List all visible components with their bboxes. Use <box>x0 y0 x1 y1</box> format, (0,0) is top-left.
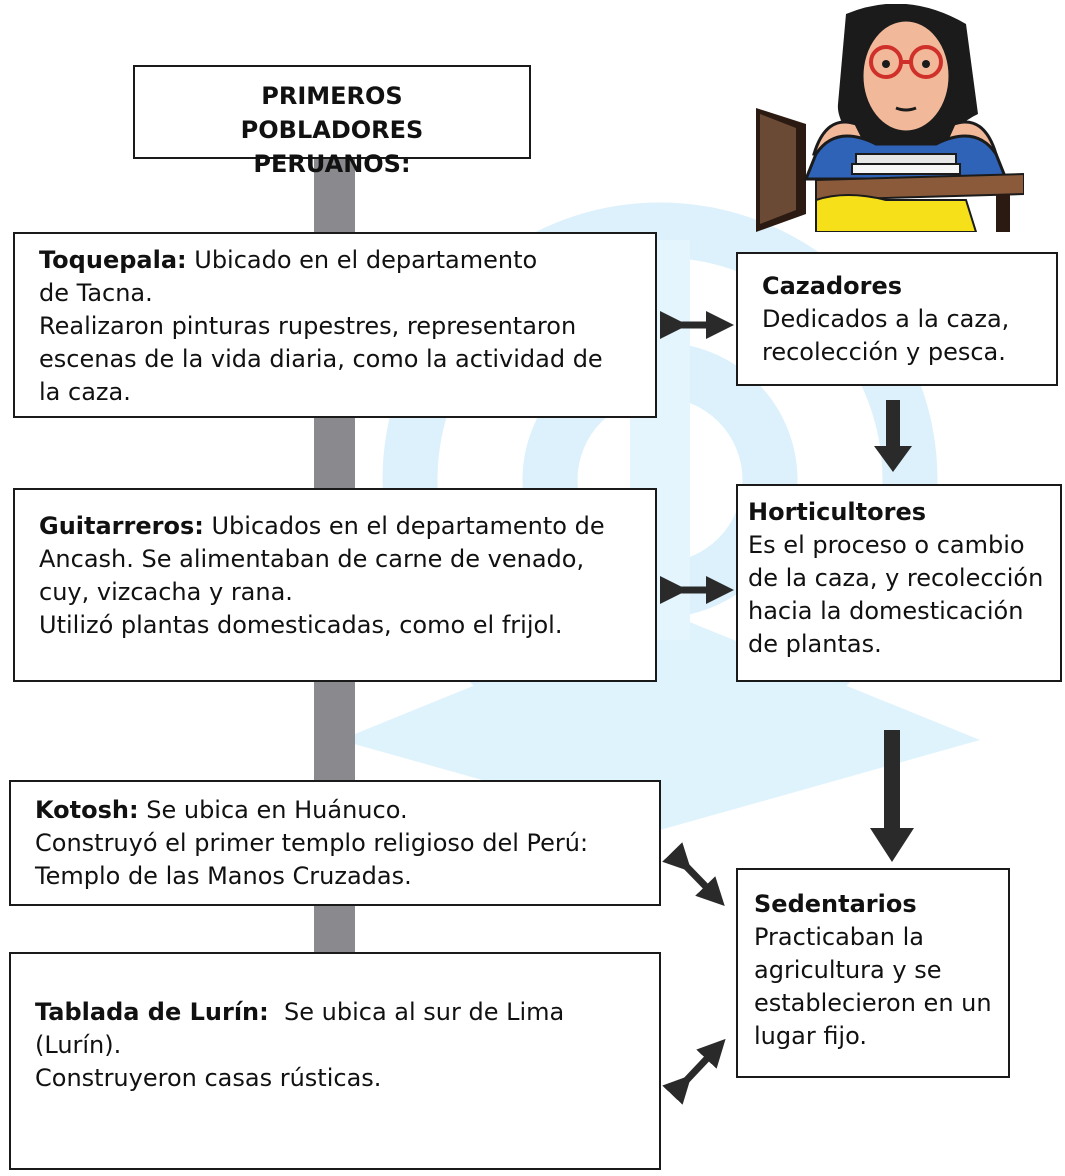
stage-name: Cazadores <box>762 272 903 300</box>
desc-line: Ubicados en el departamento de <box>211 512 605 540</box>
stage-name: Sedentarios <box>754 890 917 918</box>
face <box>860 18 952 134</box>
horticultores-box: Horticultores Es el proceso o cambio de … <box>736 484 1062 682</box>
timeline-trunk <box>314 680 355 780</box>
tablada-box: Tablada de Lurín: Se ubica al sur de Lim… <box>9 952 661 1170</box>
desc-line: (Lurín). <box>35 1031 122 1059</box>
desc-line: Templo de las Manos Cruzadas. <box>35 862 412 890</box>
site-name: Tablada de Lurín: <box>35 998 269 1026</box>
desc-line: de Tacna. <box>39 279 153 307</box>
desc-line: Ubicado en el departamento <box>194 246 538 274</box>
desc-line: recolección y pesca. <box>762 338 1006 366</box>
site-name: Kotosh: <box>35 796 139 824</box>
site-name: Guitarreros: <box>39 512 204 540</box>
stage-name: Horticultores <box>748 498 927 526</box>
desc-line: agricultura y se <box>754 956 942 984</box>
kotosh-box: Kotosh: Se ubica en Huánuco. Construyó e… <box>9 780 661 906</box>
timeline-trunk <box>314 159 355 232</box>
desc-line: cuy, vizcacha y rana. <box>39 578 293 606</box>
desc-line: Construyó el primer templo religioso del… <box>35 829 589 857</box>
title: PRIMEROS POBLADORES PERUANOS: <box>240 82 424 178</box>
desc-line: Se ubica en Huánuco. <box>146 796 408 824</box>
timeline-trunk <box>314 418 355 488</box>
desc-line: Construyeron casas rústicas. <box>35 1064 382 1092</box>
desc-line: Dedicados a la caza, <box>762 305 1010 333</box>
cazadores-box: Cazadores Dedicados a la caza, recolecci… <box>736 252 1058 386</box>
desc-line: Es el proceso o cambio <box>748 531 1025 559</box>
sedentarios-box: Sedentarios Practicaban la agricultura y… <box>736 868 1010 1078</box>
desc-line: Utilizó plantas domesticadas, como el fr… <box>39 611 563 639</box>
guitarreros-box: Guitarreros: Ubicados en el departamento… <box>13 488 657 682</box>
down-arrows <box>870 400 914 862</box>
desc-line: hacia la domesticación <box>748 597 1024 625</box>
desc-line: Ancash. Se alimentaban de carne de venad… <box>39 545 585 573</box>
desc-line: lugar fijo. <box>754 1022 867 1050</box>
site-name: Toquepala: <box>39 246 187 274</box>
desc-line: la caza. <box>39 378 131 406</box>
double-arrow <box>662 1038 726 1105</box>
desc-line: Realizaron pinturas rupestres, represent… <box>39 312 577 340</box>
books-icon <box>855 153 957 165</box>
student-illustration <box>756 4 1024 232</box>
desc-line: Practicaban la <box>754 923 924 951</box>
desc-line: de plantas. <box>748 630 882 658</box>
desc-line: de la caza, y recolección <box>748 564 1044 592</box>
desc-line: Se ubica al sur de Lima <box>284 998 565 1026</box>
title-box: PRIMEROS POBLADORES PERUANOS: <box>133 65 531 178</box>
desc-line: establecieron en un <box>754 989 992 1017</box>
toquepala-box: Toquepala: Ubicado en el departamento de… <box>13 232 657 418</box>
double-arrow <box>662 842 725 907</box>
desc-line: escenas de la vida diaria, como la activ… <box>39 345 603 373</box>
